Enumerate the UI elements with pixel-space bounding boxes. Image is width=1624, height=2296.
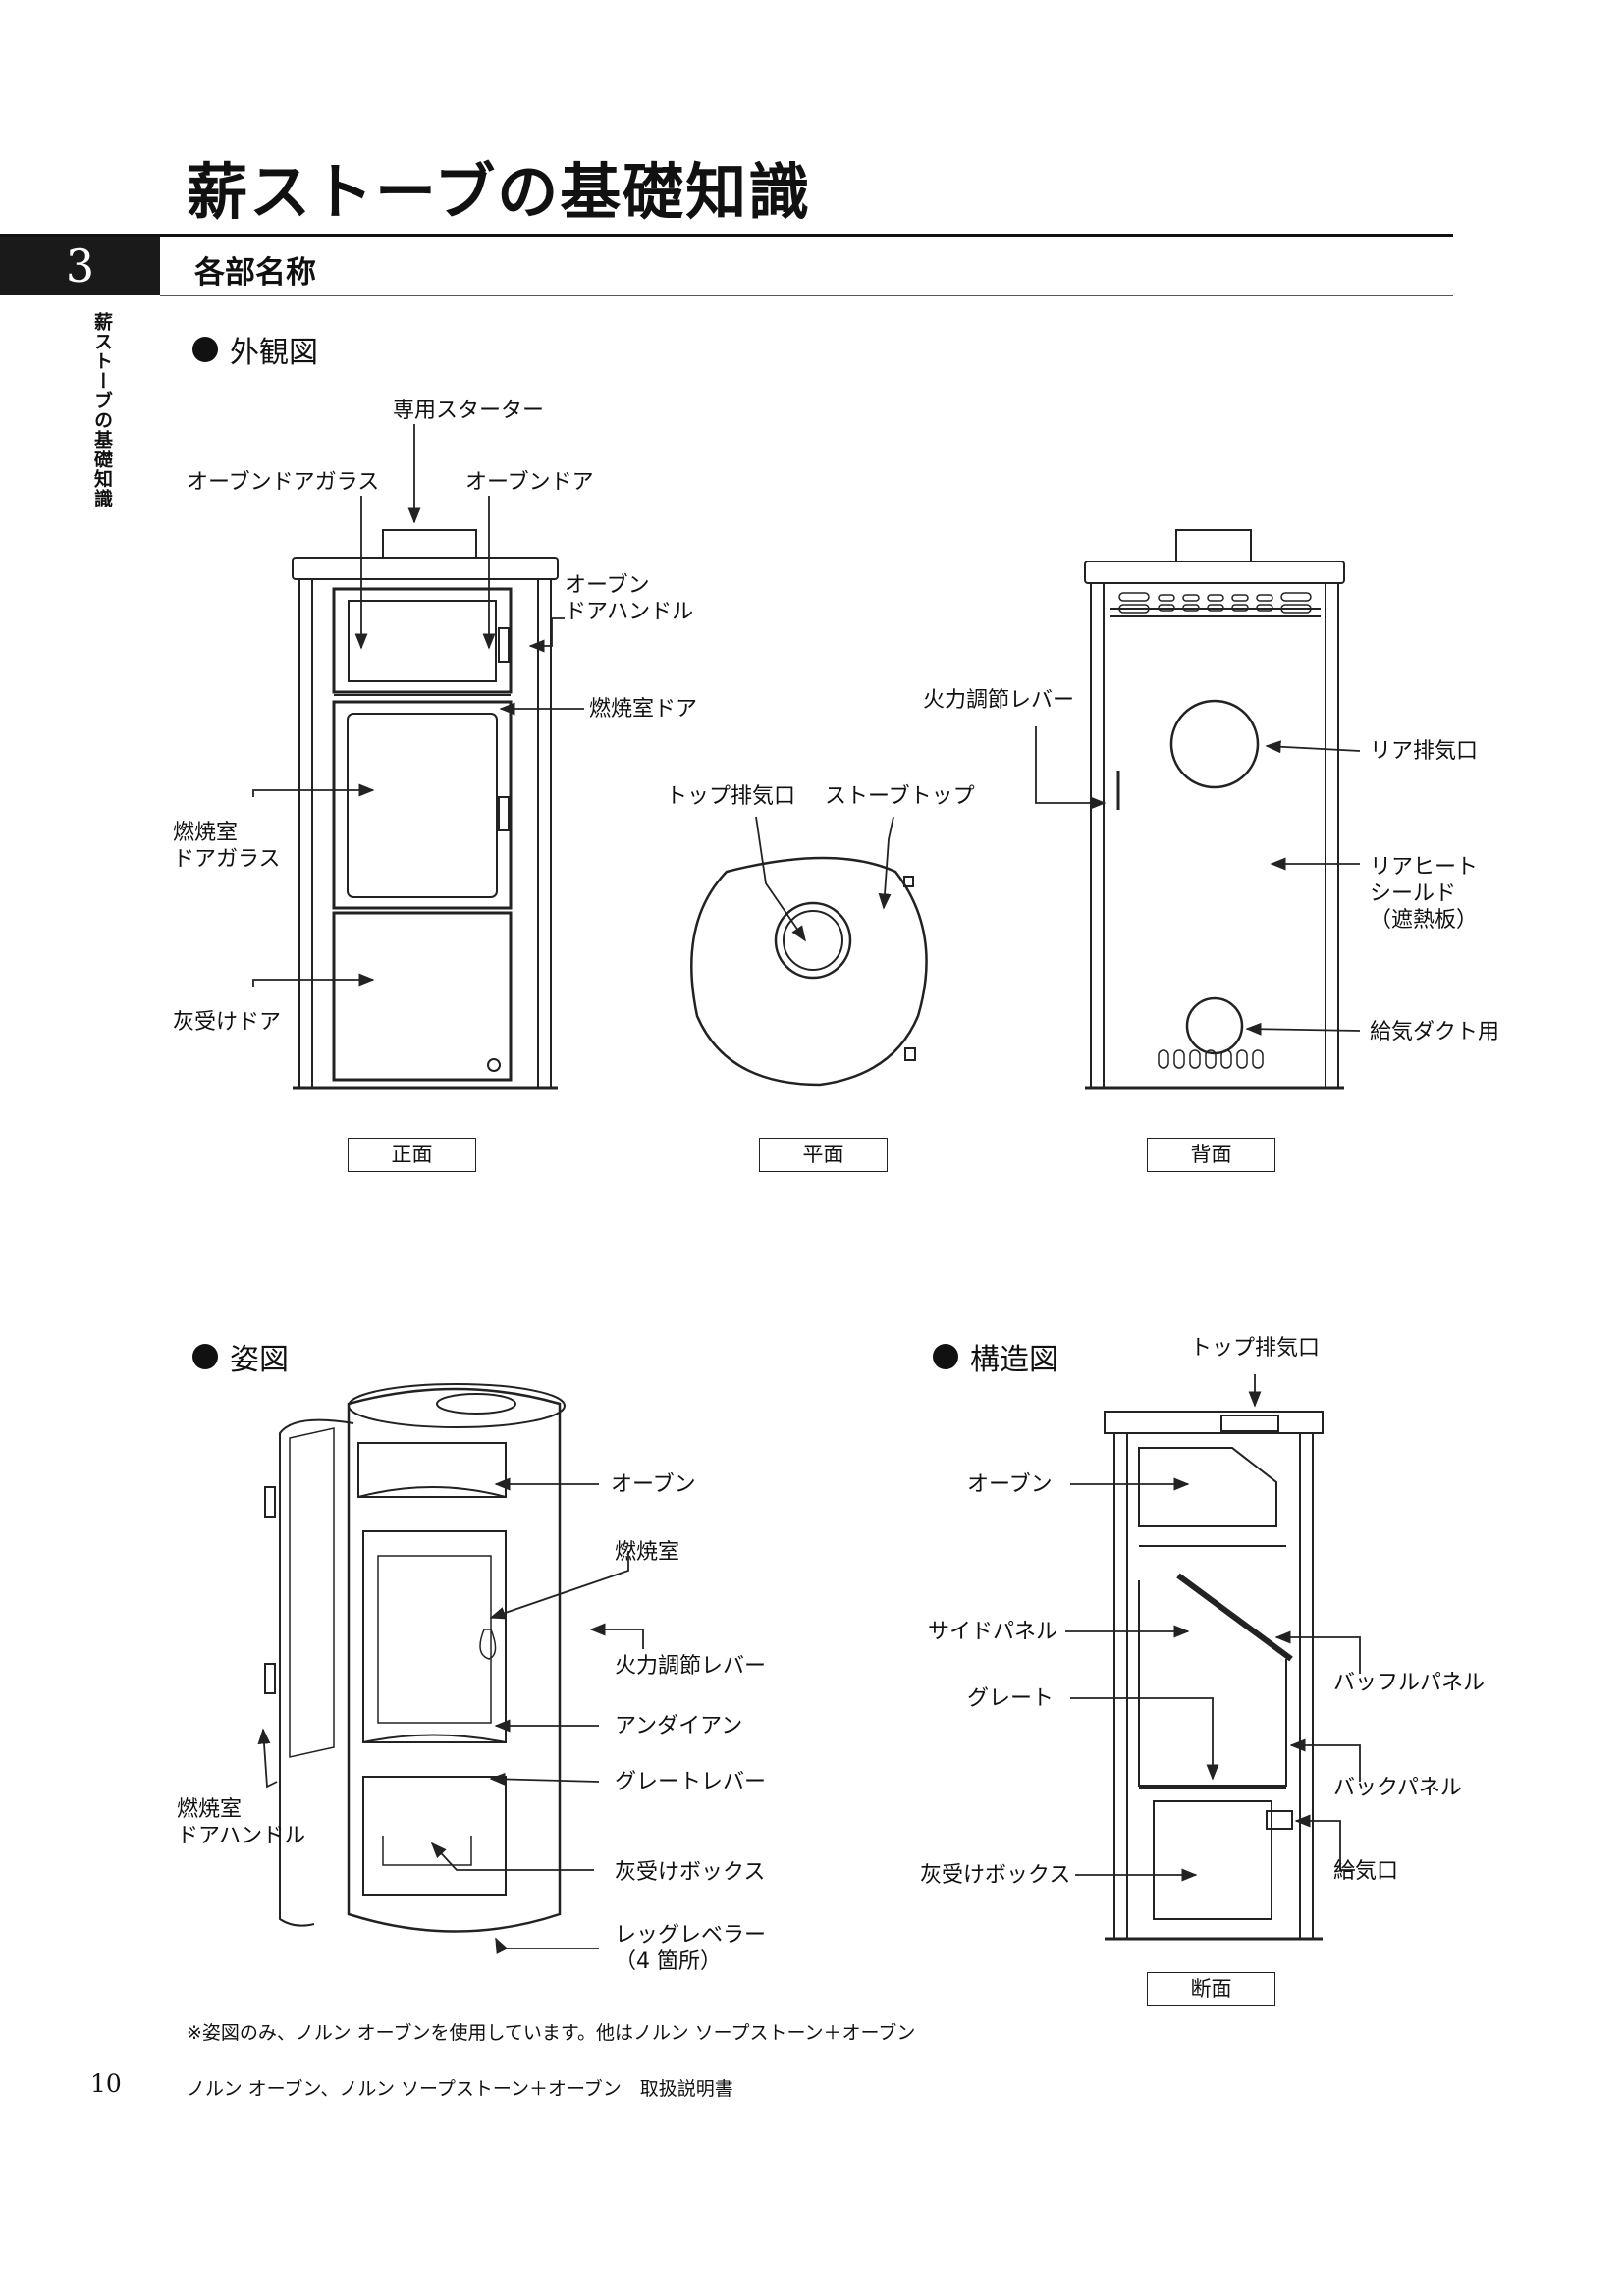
page-title: 薪ストーブの基礎知識 [187,156,812,228]
side-tab: 薪ストーブの基礎知識 [91,312,113,508]
label-grate-lever: グレートレバー [615,1770,767,1794]
label-oven-door-handle: オーブン ドアハンドル [565,573,694,624]
label-air-lever-perspective: 火力調節レバー [615,1654,767,1679]
label-firebox-door-handle: 燃焼室 ドアハンドル [177,1797,306,1848]
section-title: 各部名称 [194,255,316,291]
label-oven-door-glass: オーブンドアガラス [187,470,380,495]
label-air-inlet: 給気口 [1333,1859,1399,1884]
bullet-icon [192,337,218,362]
label-air-duct: 給気ダクト用 [1370,1020,1500,1044]
leader-arrows [253,424,1360,1954]
label-oven-door: オーブンドア [465,470,594,495]
label-ash-door: 灰受けドア [173,1010,282,1035]
label-firebox-door: 燃焼室ドア [589,697,698,721]
view-label-front: 正面 [348,1138,476,1172]
manual-title: ノルン オーブン、ノルン ソープストーン＋オーブン 取扱説明書 [187,2078,733,2100]
label-stove-top: ストーブトップ [825,784,975,809]
label-grate: グレート [967,1686,1055,1711]
structure-heading-text: 構造図 [970,1343,1058,1377]
label-andiron: アンダイアン [615,1714,743,1738]
label-ash-box-section: 灰受けボックス [920,1863,1071,1888]
exterior-heading: 外観図 [192,328,318,371]
perspective-heading: 姿図 [192,1335,289,1378]
front-view-drawing [293,530,558,1088]
section-rule [160,295,1453,296]
label-oven-section: オーブン [967,1472,1053,1497]
label-firebox-door-glass: 燃焼室 ドアガラス [173,821,281,872]
plan-view-drawing [691,858,926,1085]
footnote: ※姿図のみ、ノルン オーブンを使用しています。他はノルン ソープストーン＋オーブ… [187,2022,916,2044]
label-air-lever: 火力調節レバー [923,688,1075,713]
back-view-drawing [1085,530,1344,1088]
label-oven: オーブン [611,1472,696,1497]
bullet-icon [192,1344,218,1369]
label-back-panel: バックパネル [1333,1776,1462,1800]
view-label-back: 背面 [1147,1138,1275,1172]
exterior-heading-text: 外観図 [230,336,318,370]
section-number: 3 [0,237,160,295]
label-starter: 専用スターター [393,399,545,423]
label-top-flue: トップ排気口 [666,784,796,809]
label-side-panel: サイドパネル [928,1620,1058,1644]
header-rule [0,234,1453,237]
structure-heading: 構造図 [933,1335,1058,1378]
label-top-flue-section: トップ排気口 [1190,1336,1321,1361]
label-baffle-panel: バッフルパネル [1333,1671,1486,1695]
perspective-drawing [265,1384,565,1932]
section-drawing [1105,1412,1323,1939]
view-label-plan: 平面 [759,1138,888,1172]
label-rear-heat-shield: リアヒート シールド （遮熱板） [1370,855,1479,933]
bullet-icon [933,1344,958,1369]
view-label-section: 断面 [1147,1972,1275,2006]
label-leg-leveler: レッグレベラー （4 箇所） [615,1923,767,1974]
perspective-heading-text: 姿図 [230,1343,289,1377]
page-number: 10 [90,2069,122,2098]
label-ash-box: 灰受けボックス [615,1860,766,1885]
label-rear-flue: リア排気口 [1370,739,1479,764]
label-firebox: 燃焼室 [615,1540,680,1565]
